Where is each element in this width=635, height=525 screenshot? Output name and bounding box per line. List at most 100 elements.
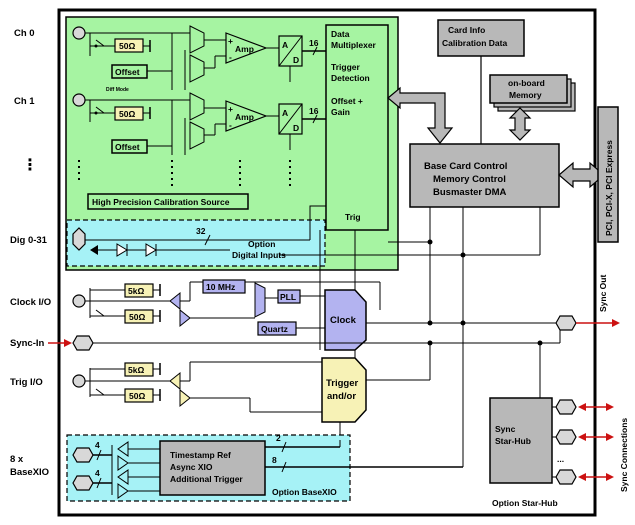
dig-bus-slash: [204, 234, 211, 246]
ch1-switch: [95, 106, 105, 114]
basexio-slash-2: [96, 477, 102, 489]
base-control-line2: Memory Control: [433, 174, 506, 185]
pci-bus-label: PCI, PCI-X, PCI Express: [604, 140, 614, 236]
base-control-line3: Busmaster DMA: [433, 187, 507, 198]
star-hub-block: [489, 397, 553, 484]
ch0-adc-a: A: [282, 40, 288, 50]
star-hub-ellipsis: ...: [557, 454, 564, 464]
dig-option-line1: Option: [248, 239, 275, 249]
mux-label-data: Data: [331, 29, 350, 39]
ch0-label: Ch 0: [14, 28, 35, 39]
calibration-source-box: [87, 193, 249, 210]
memory-block: [489, 74, 568, 104]
basexio-buffer-2: [117, 455, 129, 471]
mux-label-trig: Trig: [345, 212, 361, 222]
pci-bus-block: [597, 106, 619, 243]
trigger-block: [321, 357, 367, 423]
sync-in-label: Sync-In: [10, 338, 45, 349]
ch0-amp-minus: -: [229, 52, 232, 62]
clock-block-label: Clock: [330, 315, 357, 326]
basexio-slash-1: [96, 449, 102, 461]
basexio-connector-1: [72, 447, 94, 463]
trig-io-connector: [72, 374, 86, 388]
basexio-slash-2bit: [281, 441, 287, 453]
junction-2: [460, 252, 466, 258]
junction-5: [427, 340, 433, 346]
trigger-block-line1: Trigger: [326, 378, 359, 389]
ch1-adc-d: D: [293, 123, 299, 133]
sync-connections-label: Sync Connections: [619, 418, 629, 492]
mux-label-detection: Detection: [331, 73, 370, 83]
ch0-adc-d: D: [293, 55, 299, 65]
clock-50-label: 50Ω: [129, 312, 145, 322]
basexio-bus4b-label: 4: [95, 468, 100, 478]
trig-5k-label: 5kΩ: [128, 365, 144, 375]
sync-connector-2: [555, 429, 577, 445]
digital-inputs-area: [66, 219, 326, 267]
basexio-buffer-4: [117, 483, 129, 499]
ch1-amp-minus: -: [229, 120, 232, 130]
clock-io-label: Clock I/O: [10, 297, 51, 308]
ch1-adc-diag: [278, 103, 303, 135]
basexio-bus2-label: 2: [276, 433, 281, 443]
ch1-offset-label: Offset: [115, 142, 140, 152]
ch0-offset-label: Offset: [115, 67, 140, 77]
sync-out-label: Sync Out: [598, 275, 608, 312]
memory-line2: Memory: [509, 90, 542, 100]
ten-mhz-box: [202, 279, 246, 294]
ch1-bits-label: 16: [309, 106, 319, 116]
trig-io-label: Trig I/O: [10, 377, 43, 388]
clock-switch: [95, 309, 105, 317]
dig-diode-2: [145, 243, 157, 257]
mux-label-offset: Offset +: [331, 96, 363, 106]
trig-50-label: 50Ω: [129, 391, 145, 401]
card-info-line1: Card Info: [448, 25, 485, 35]
ch0-connector: [72, 26, 86, 40]
basexio-bus4a-label: 4: [95, 440, 100, 450]
sync-out-connector: [555, 315, 577, 331]
basexio-connector-2: [72, 475, 94, 491]
card-info-block: [437, 19, 525, 57]
junction-3: [427, 320, 433, 326]
data-multiplexer-block: [325, 24, 389, 231]
ch0-buffer-bottom: [189, 54, 205, 83]
ch0-bus-slash: [312, 46, 318, 56]
mux-label-multiplexer: Multiplexer: [331, 40, 377, 50]
mux-label-trigger: Trigger: [331, 62, 361, 72]
clock-io-connector: [72, 294, 86, 308]
ch1-buffer-bottom: [189, 121, 205, 150]
ch0-adc-diag: [278, 35, 303, 67]
star-hub-line2: Star-Hub: [495, 436, 531, 446]
basexio-label-name: BaseXIO: [10, 467, 49, 478]
timestamp-line3: Additional Trigger: [170, 474, 243, 484]
card-info-line2: Calibration Data: [442, 38, 507, 48]
junction-6: [537, 340, 543, 346]
ch1-buffer-top: [189, 92, 205, 121]
basexio-option-label: Option BaseXIO: [272, 487, 337, 497]
diff-mode-label: Diff Mode: [106, 87, 129, 93]
mux-to-base-arrow: [387, 86, 454, 144]
ch1-adc-a: A: [282, 108, 288, 118]
ch1-switch-dot: [94, 111, 98, 115]
memory-double-arrow: [508, 107, 532, 141]
ch1-connector: [72, 93, 86, 107]
dig-option-line2: Digital Inputs: [232, 250, 286, 260]
sync-connector-3: [555, 469, 577, 485]
sync-connector-1: [555, 399, 577, 415]
clock-5k-label: 5kΩ: [128, 286, 144, 296]
ch0-resistor-label: 50Ω: [119, 41, 135, 51]
ch1-resistor-label: 50Ω: [119, 109, 135, 119]
timestamp-line1: Timestamp Ref: [170, 450, 231, 460]
junction-4: [460, 320, 466, 326]
basexio-label-count: 8 x: [10, 454, 24, 465]
ch1-label: Ch 1: [14, 96, 35, 107]
clock-mux: [254, 282, 266, 318]
ch1-amp-label: Amp: [235, 112, 254, 122]
trig-switch: [95, 388, 105, 396]
ten-mhz-label: 10 MHz: [206, 282, 235, 292]
basexio-slash-8bit: [281, 461, 287, 473]
timestamp-block: [159, 440, 266, 496]
ch0-buffer-top: [189, 25, 205, 54]
dig-connector: [72, 227, 86, 251]
ch0-amp-plus: +: [228, 36, 233, 46]
